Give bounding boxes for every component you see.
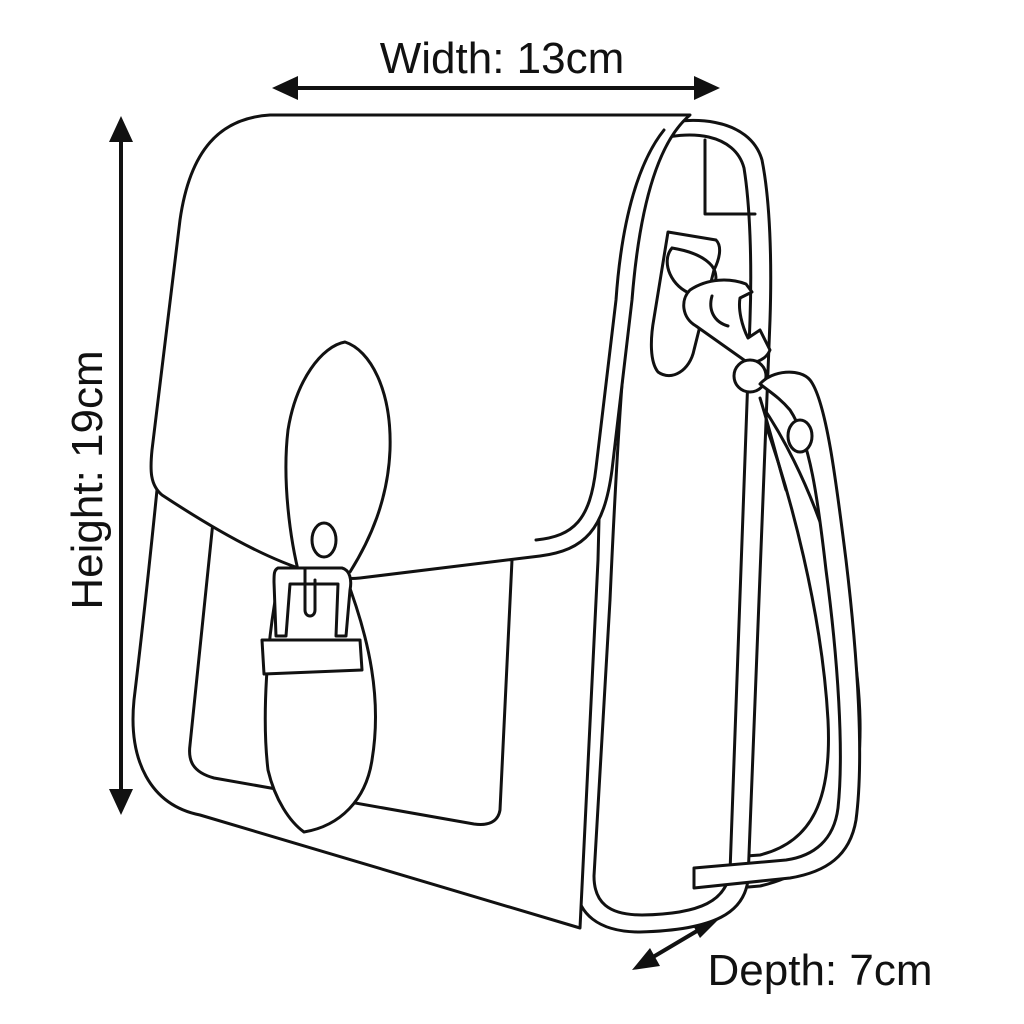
depth-arrow-line	[646, 926, 704, 962]
height-label: Height: 19cm	[63, 350, 112, 609]
gusset-fold-line	[703, 138, 757, 216]
flap-edge-line	[534, 128, 666, 542]
depth-arrow-lower-head	[632, 948, 660, 970]
strap-ring	[732, 358, 768, 394]
satchel-bag-illustration	[131, 113, 862, 934]
buckle	[272, 566, 353, 638]
width-dimension: Width: 13cm	[272, 34, 720, 100]
depth-label: Depth: 7cm	[708, 946, 933, 995]
strap-rivet	[310, 521, 338, 559]
strap-keeper-loop	[260, 638, 364, 676]
shoulder-strap-rivet	[786, 418, 814, 454]
width-arrow-left-head	[272, 76, 298, 100]
width-label: Width: 13cm	[380, 34, 625, 83]
buckle-prong	[303, 566, 317, 618]
depth-dimension: Depth: 7cm	[632, 918, 932, 995]
height-dimension: Height: 19cm	[63, 116, 133, 815]
width-arrow-right-head	[694, 76, 720, 100]
height-arrow-top-head	[109, 116, 133, 142]
strap-inner-edge	[758, 396, 788, 492]
swivel-clip	[682, 278, 772, 364]
shoulder-strap-front	[692, 370, 862, 890]
clip-gate	[709, 294, 730, 328]
height-arrow-bottom-head	[109, 789, 133, 815]
